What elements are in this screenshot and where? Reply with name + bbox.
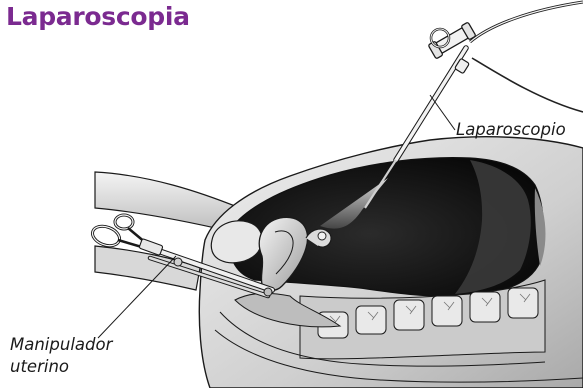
label-uterine-manipulator-line1: Manipulador bbox=[10, 334, 112, 356]
label-laparoscope: Laparoscopio bbox=[456, 118, 566, 141]
light-cable bbox=[470, 2, 583, 42]
label-uterine-manipulator: Manipulador uterino bbox=[10, 334, 112, 378]
label-uterine-manipulator-line2: uterino bbox=[10, 356, 112, 378]
laparoscope-leader bbox=[430, 95, 455, 130]
figure-title: Laparoscopia bbox=[6, 2, 190, 32]
